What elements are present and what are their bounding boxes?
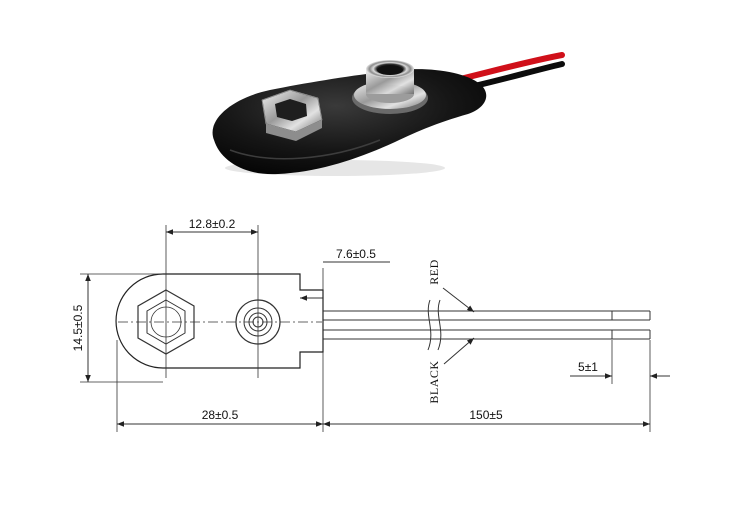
technical-drawing xyxy=(80,225,670,432)
dim-stud-spacing: 12.8±0.2 xyxy=(189,217,236,231)
connector-photo xyxy=(212,52,565,176)
dim-body-length: 28±0.5 xyxy=(202,408,239,422)
round-stud-outline xyxy=(235,299,281,345)
clip-outline xyxy=(115,273,324,369)
wire-leads xyxy=(323,310,651,340)
dim-strip-length: 5±1 xyxy=(578,360,598,374)
hex-terminal-photo xyxy=(261,89,323,141)
clip-body-photo xyxy=(212,69,487,175)
round-terminal-photo xyxy=(352,60,428,114)
wire-label-red: RED xyxy=(427,259,441,285)
break-symbol xyxy=(427,299,442,351)
hex-nut-outline xyxy=(137,289,195,355)
dim-body-height: 14.5±0.5 xyxy=(71,304,85,351)
dim-tab-length: 7.6±0.5 xyxy=(336,247,376,261)
dim-lead-length: 150±5 xyxy=(469,408,503,422)
wire-label-black: BLACK xyxy=(427,360,441,403)
